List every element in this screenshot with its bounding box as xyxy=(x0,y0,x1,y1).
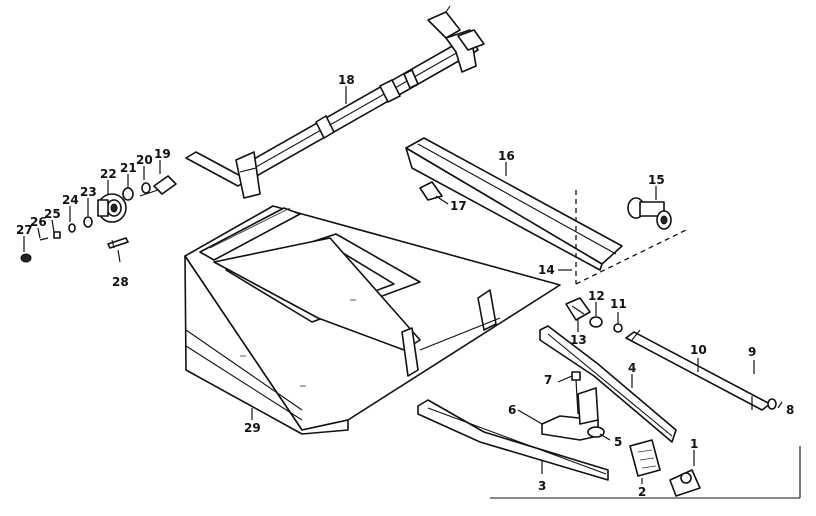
callout-26: 26 xyxy=(30,215,47,229)
part-6-mount-bracket xyxy=(541,387,599,441)
part-25-nut xyxy=(53,231,61,239)
part-29-mower-deck xyxy=(184,205,561,435)
callout-29: 29 xyxy=(244,421,261,435)
callout-19: 19 xyxy=(154,147,171,161)
callout-16: 16 xyxy=(498,149,515,163)
part-11-washer xyxy=(613,323,623,333)
callout-12: 12 xyxy=(588,289,605,303)
part-15-coupling xyxy=(627,197,672,230)
callout-15: 15 xyxy=(648,173,665,187)
callout-8: 8 xyxy=(786,403,794,417)
part-21-seal xyxy=(122,187,134,201)
callout-4: 4 xyxy=(628,361,636,375)
part-4-upper-arm xyxy=(539,325,677,443)
part-13-pivot-block xyxy=(565,297,591,321)
part-22-hub xyxy=(97,193,127,223)
part-8-clip xyxy=(767,398,777,410)
assembly-line-coupling xyxy=(575,229,687,285)
callout-3: 3 xyxy=(538,479,546,493)
callout-11: 11 xyxy=(610,297,627,311)
part-16-shield xyxy=(405,137,623,271)
part-27-cap xyxy=(20,253,32,263)
callout-28: 28 xyxy=(112,275,129,289)
part-2-plate xyxy=(629,439,661,477)
leader-lines xyxy=(23,86,783,484)
callout-10: 10 xyxy=(690,343,707,357)
callout-20: 20 xyxy=(136,153,153,167)
part-28-bolt xyxy=(107,237,129,249)
callout-18: 18 xyxy=(338,73,355,87)
callout-5: 5 xyxy=(614,435,622,449)
part-24-washer xyxy=(68,223,76,233)
part-18-axle-tube xyxy=(185,5,485,199)
part-1-hitch-block xyxy=(669,469,701,497)
callout-labels: 1 2 3 4 5 6 7 8 9 10 11 12 13 14 15 16 1… xyxy=(16,73,794,499)
callout-9: 9 xyxy=(748,345,756,359)
part-20-washer xyxy=(141,182,151,194)
callout-27: 27 xyxy=(16,223,33,237)
part-23-bearing xyxy=(83,216,93,228)
callout-21: 21 xyxy=(120,161,137,175)
callout-7: 7 xyxy=(544,373,552,387)
callout-13: 13 xyxy=(570,333,587,347)
callout-6: 6 xyxy=(508,403,516,417)
callout-1: 1 xyxy=(690,437,698,451)
part-26-pin xyxy=(39,237,49,241)
callout-25: 25 xyxy=(44,207,61,221)
part-19-spindle-end xyxy=(139,175,177,197)
callout-24: 24 xyxy=(62,193,79,207)
callout-2: 2 xyxy=(638,485,646,499)
part-3-lower-arm xyxy=(417,399,609,481)
callout-23: 23 xyxy=(80,185,97,199)
callout-14: 14 xyxy=(538,263,555,277)
callout-17: 17 xyxy=(450,199,467,213)
callout-22: 22 xyxy=(100,167,117,181)
part-17-bracket-clip xyxy=(419,181,443,201)
part-12-bushing xyxy=(589,316,603,328)
